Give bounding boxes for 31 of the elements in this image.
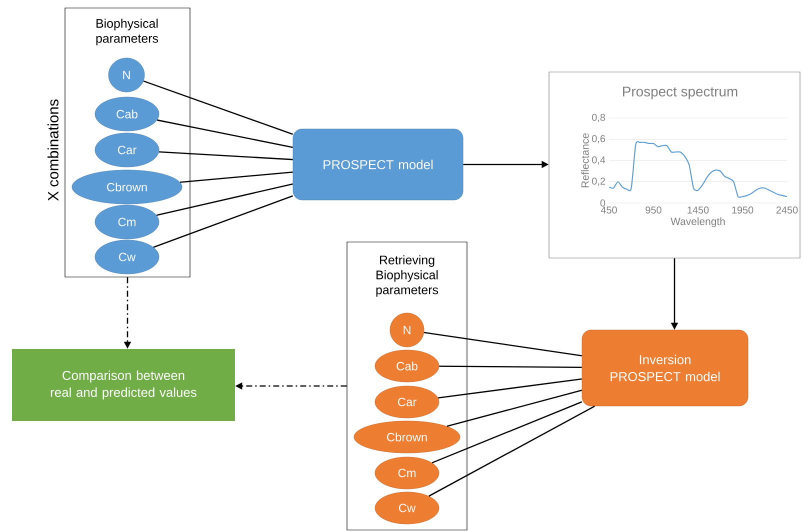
axis-title: Wavelength bbox=[670, 217, 725, 228]
connector-line bbox=[180, 171, 293, 183]
axis-title: Reflectance bbox=[581, 133, 589, 188]
connector-line bbox=[156, 183, 293, 216]
connector-line bbox=[157, 119, 293, 148]
chart-title: Prospect spectrum bbox=[623, 86, 738, 100]
connector-line bbox=[153, 195, 294, 248]
chart-frame bbox=[548, 72, 800, 258]
x-tick-label: 1450 bbox=[688, 206, 709, 214]
y-tick-label: 0,8 bbox=[592, 114, 606, 122]
node-label: X combinations bbox=[48, 99, 58, 201]
x-tick-label: 950 bbox=[646, 206, 662, 214]
connector-line bbox=[439, 366, 582, 368]
process-box: PROSPECT model bbox=[292, 128, 464, 200]
result-box: Comparison between real and predicted values bbox=[12, 349, 235, 421]
line-series bbox=[609, 141, 788, 198]
connector-line bbox=[428, 406, 595, 497]
connector-line bbox=[424, 332, 582, 356]
connector-line bbox=[438, 378, 582, 399]
y-tick-label: 0,4 bbox=[592, 156, 606, 165]
y-tick-label: 0,6 bbox=[592, 135, 606, 144]
x-tick-label: 1950 bbox=[732, 206, 754, 214]
process-box: Inversion PROSPECT model bbox=[582, 330, 748, 406]
connector-line bbox=[446, 390, 582, 427]
connector-line bbox=[143, 80, 294, 135]
y-tick-label: 0,2 bbox=[592, 178, 605, 186]
connector-line bbox=[158, 151, 293, 160]
x-tick-label: 2450 bbox=[776, 206, 798, 214]
x-tick-label: 450 bbox=[600, 206, 617, 214]
connector-line bbox=[432, 401, 582, 464]
y-tick-label: 0 bbox=[600, 199, 606, 207]
